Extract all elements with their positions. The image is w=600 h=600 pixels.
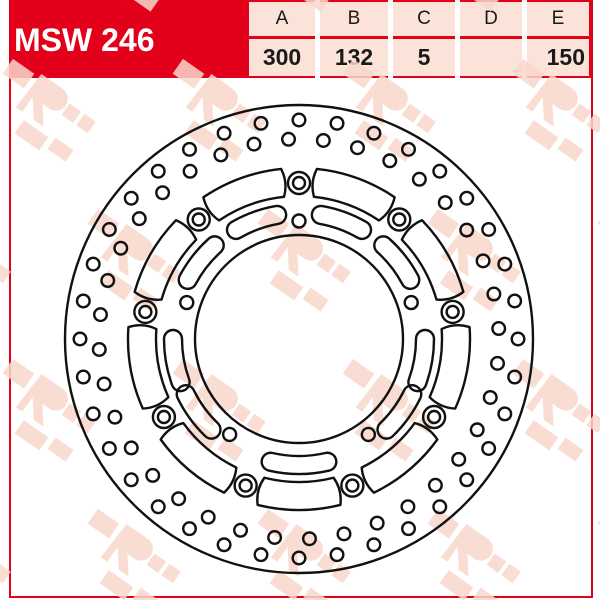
brake-disc-outline [63,103,535,575]
spec-table: A B C D E 300 132 5 150 [247,0,591,78]
spec-divider [315,0,320,78]
spec-divider [522,0,527,78]
spec-header-a: A [249,2,315,36]
spec-divider [388,0,393,78]
part-number-title: MSW 246 [14,22,155,58]
drawing-frame [9,0,593,598]
spec-header-e: E [527,2,589,36]
title-block [9,0,247,78]
spec-value-c: 5 [393,39,455,76]
spec-header-b: B [320,2,388,36]
spec-header-c: C [393,2,455,36]
spec-value-a: 300 [249,39,315,76]
spec-divider [455,0,460,78]
spec-value-d [460,39,522,76]
